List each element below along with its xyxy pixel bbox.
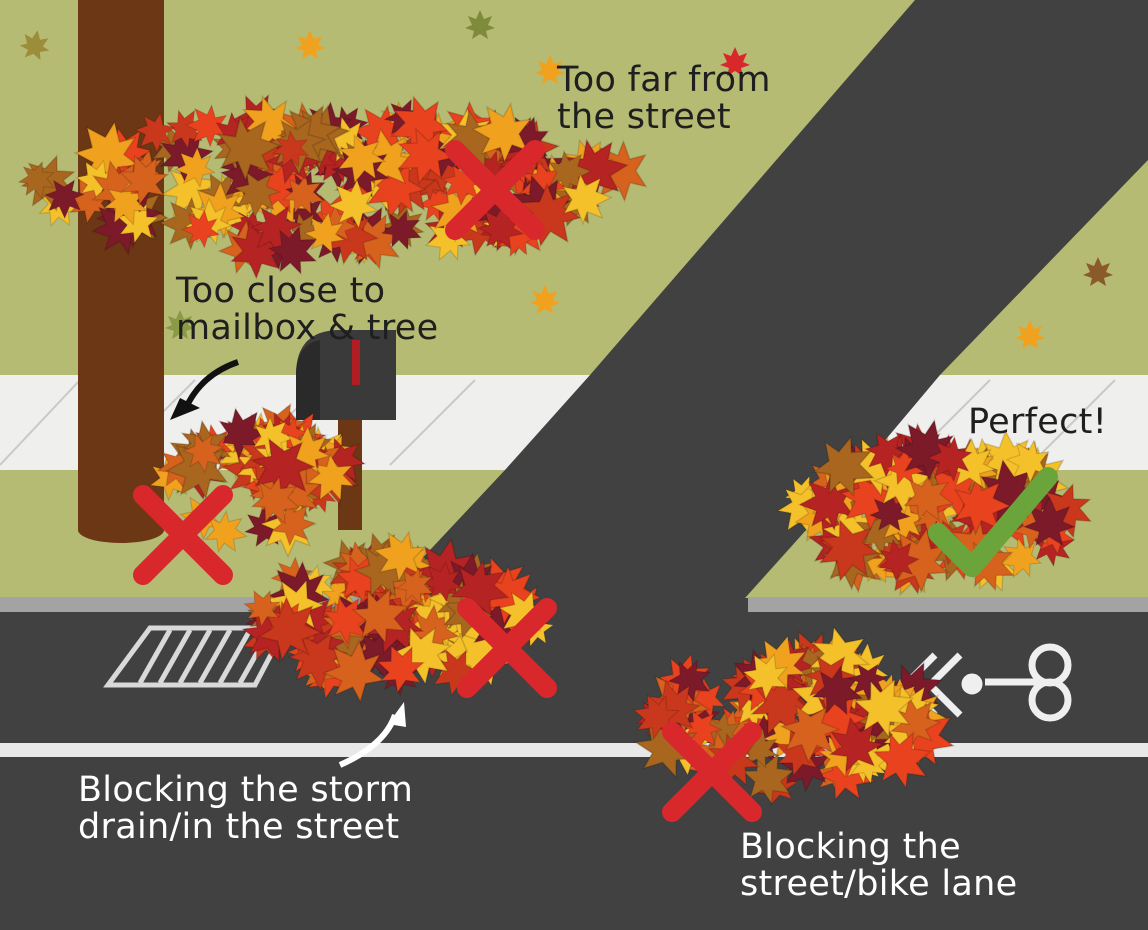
label-perfect: Perfect! [968, 402, 1108, 442]
label-storm-drain: Blocking the storm drain/in the street [78, 770, 414, 847]
label-bike-lane: Blocking the street/bike lane [740, 827, 1018, 904]
check-mark-icon [928, 467, 1058, 577]
curb-right [748, 597, 1148, 612]
label-too-close: Too close to mailbox & tree [176, 271, 439, 348]
arrow-storm-drain [338, 702, 406, 768]
bike-lane-line [0, 743, 1148, 757]
label-too-far: Too far from the street [557, 60, 771, 137]
arrow-too-close [170, 359, 240, 420]
tree-trunk [78, 0, 164, 543]
mailbox [296, 330, 396, 530]
